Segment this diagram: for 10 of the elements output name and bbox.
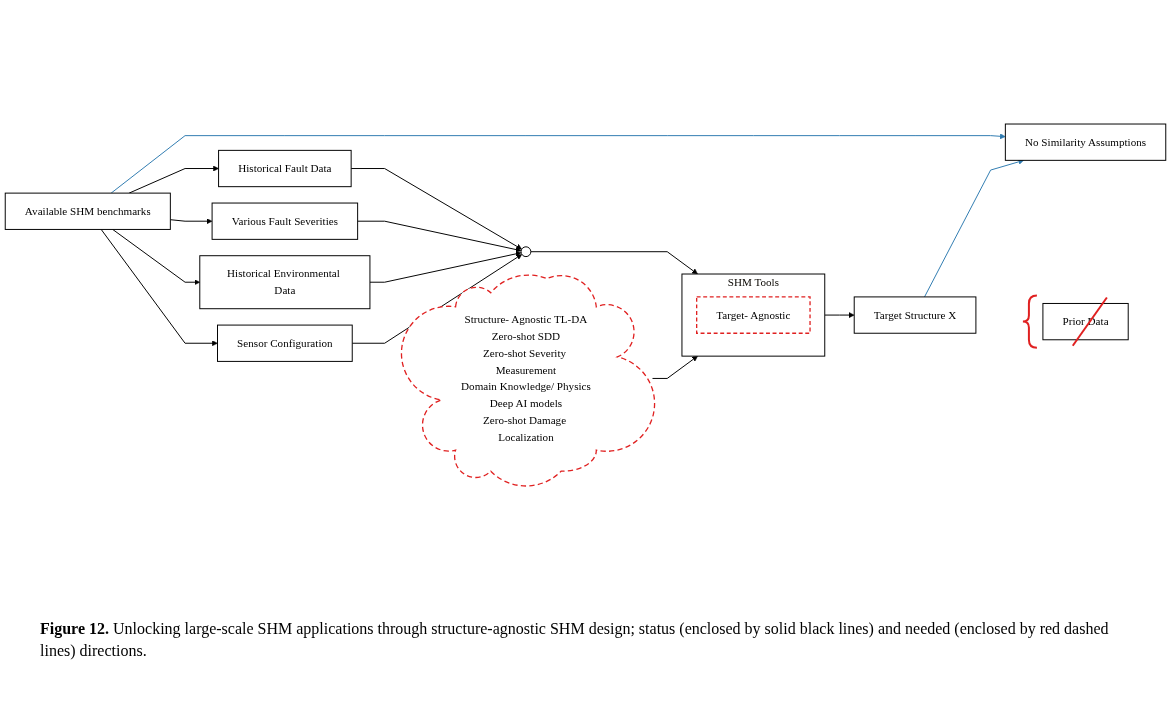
figure-caption: Figure 12. Unlocking large-scale SHM applications through structure-agnostic SHM design; status (enclosed by solid black lines) and needed (enclosed by red dashed lines) directions. [39, 619, 1110, 661]
node-box: Sensor Configuration [217, 324, 353, 362]
node-box: Historical Fault Data [218, 149, 352, 188]
node-circle [520, 246, 532, 258]
node-box: Available SHM benchmarks [4, 192, 171, 230]
node-box: Target- Agnostic [696, 296, 811, 334]
node-box: Target Structure X [853, 296, 977, 334]
node-box: Various Fault Severities [211, 202, 359, 240]
node-box: Historical Environmental Data [199, 255, 371, 310]
node-box: No Similarity Assumptions [1004, 123, 1167, 161]
